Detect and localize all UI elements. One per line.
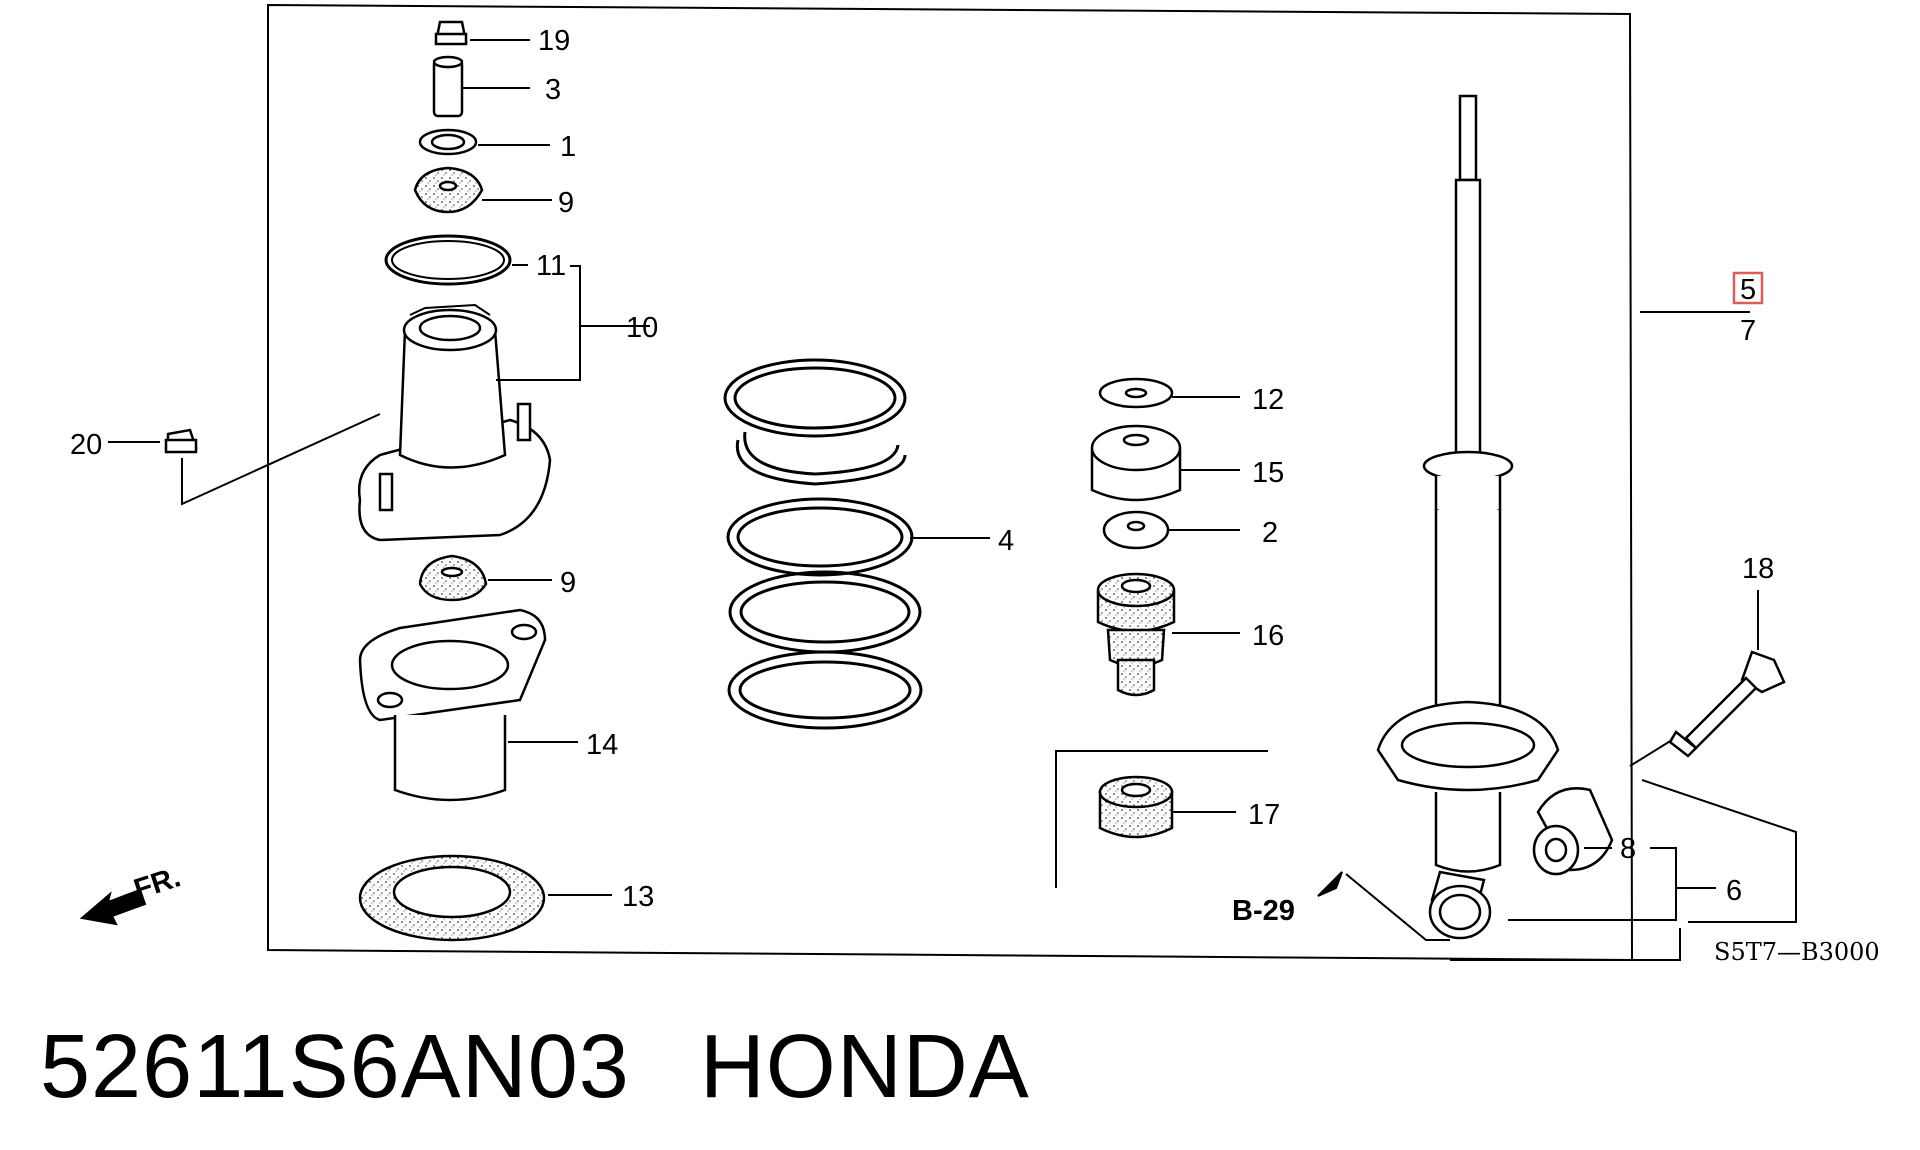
callout-19: 19 [538, 25, 570, 57]
callout-9-upper: 9 [558, 187, 574, 219]
part-17-alt-bump-stop [1055, 750, 1268, 888]
part-11-o-ring [384, 234, 528, 286]
part-7-shock-absorber [1376, 94, 1750, 940]
part-number: 52611S6AN03 [40, 1017, 630, 1117]
part-8-bushing [1508, 787, 1716, 921]
callout-4: 4 [998, 525, 1014, 557]
callout-5: 5 [1740, 274, 1756, 306]
callout-8: 8 [1620, 833, 1636, 865]
callout-3: 3 [545, 74, 561, 106]
callout-16: 16 [1252, 620, 1284, 652]
part-13-rubber-pad [358, 854, 612, 942]
callout-11: 11 [536, 250, 566, 282]
callout-10: 10 [626, 312, 658, 344]
part-3-collar [432, 55, 530, 118]
direction-fr-label: FR. [130, 861, 184, 906]
part-2-plate [1102, 510, 1240, 550]
part-19-nut [434, 20, 530, 46]
b29-reference-leader [1317, 871, 1450, 941]
callout-17: 17 [1248, 799, 1280, 831]
part-14-spring-seat [358, 608, 578, 802]
callout-13: 13 [622, 881, 654, 913]
callout-5-highlight [1732, 271, 1764, 305]
frame-notch [1450, 928, 1681, 961]
part-18-bolt [1629, 590, 1797, 923]
part-4-coil-spring [723, 358, 990, 730]
callout-6: 6 [1726, 875, 1742, 907]
part-20-flange-nut [108, 413, 381, 506]
callout-18: 18 [1742, 553, 1774, 585]
callout-20: 20 [70, 429, 102, 461]
brand-name: HONDA [699, 1017, 1030, 1117]
callout-12: 12 [1252, 384, 1284, 416]
callout-1: 1 [560, 131, 576, 163]
diagram-code: S5T7—B3000 [1714, 938, 1880, 966]
part-15-bump-cap [1090, 424, 1240, 502]
callout-9-lower: 9 [560, 567, 576, 599]
part-10-upper-mount [357, 265, 650, 542]
part-footer: 52611S6AN03 HONDA [40, 1016, 1030, 1119]
callout-2: 2 [1262, 517, 1278, 549]
part-9-bushing-upper [413, 166, 552, 214]
exploded-parts-diagram: 19 3 1 9 11 10 20 9 14 13 4 12 15 2 16 1… [70, 3, 1880, 966]
callout-7: 7 [1740, 315, 1756, 347]
part-1-washer [418, 128, 550, 156]
front-direction-arrow [79, 888, 147, 926]
part-9-bushing-lower [418, 554, 552, 602]
part-12-washer [1098, 377, 1240, 409]
callout-15: 15 [1252, 457, 1284, 489]
reference-b29: B-29 [1232, 895, 1295, 927]
part-16-bump-stop [1096, 572, 1240, 697]
callout-14: 14 [586, 729, 618, 761]
